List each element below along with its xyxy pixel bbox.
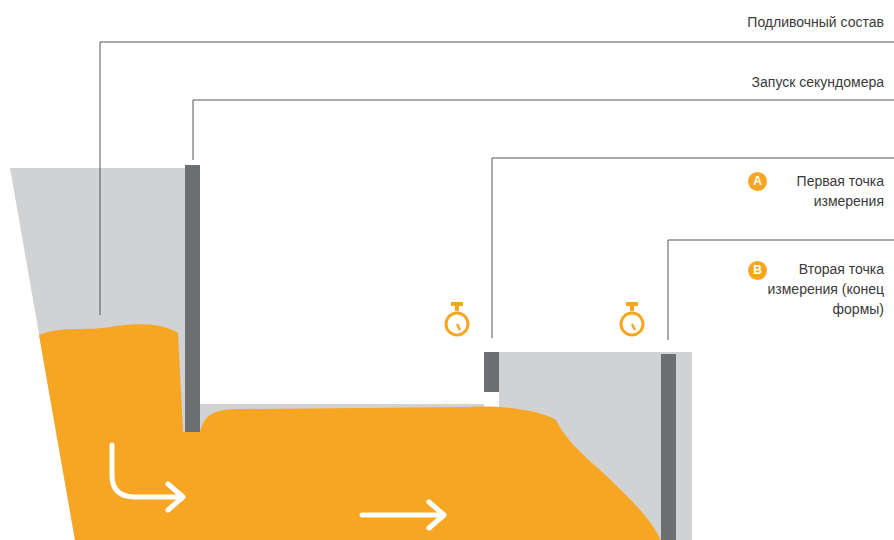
label-text: Подливочный состав <box>747 14 884 30</box>
grout-fill <box>39 324 661 540</box>
label-text: A <box>753 174 762 188</box>
material-label: Подливочный состав <box>747 12 884 32</box>
label-text: Вторая точка измерения (конец формы) <box>767 261 884 317</box>
label-text: Первая точка измерения <box>797 173 884 209</box>
point-label: Вторая точка измерения (конец формы) <box>766 259 884 319</box>
wall <box>661 354 676 540</box>
wall <box>484 352 499 392</box>
callout-letter: B <box>748 261 767 280</box>
flow-arrow <box>112 445 444 528</box>
wall <box>185 165 200 432</box>
stopwatch-icon <box>446 302 468 335</box>
point-label: Первая точка измерения <box>766 171 884 211</box>
label-text: B <box>753 263 762 277</box>
callout-letter: A <box>748 172 767 191</box>
leader-line <box>100 42 894 340</box>
label-text: Запуск секундомера <box>752 74 884 90</box>
stopwatch-icon <box>621 302 643 335</box>
step-label: Запуск секундомера <box>752 72 884 92</box>
